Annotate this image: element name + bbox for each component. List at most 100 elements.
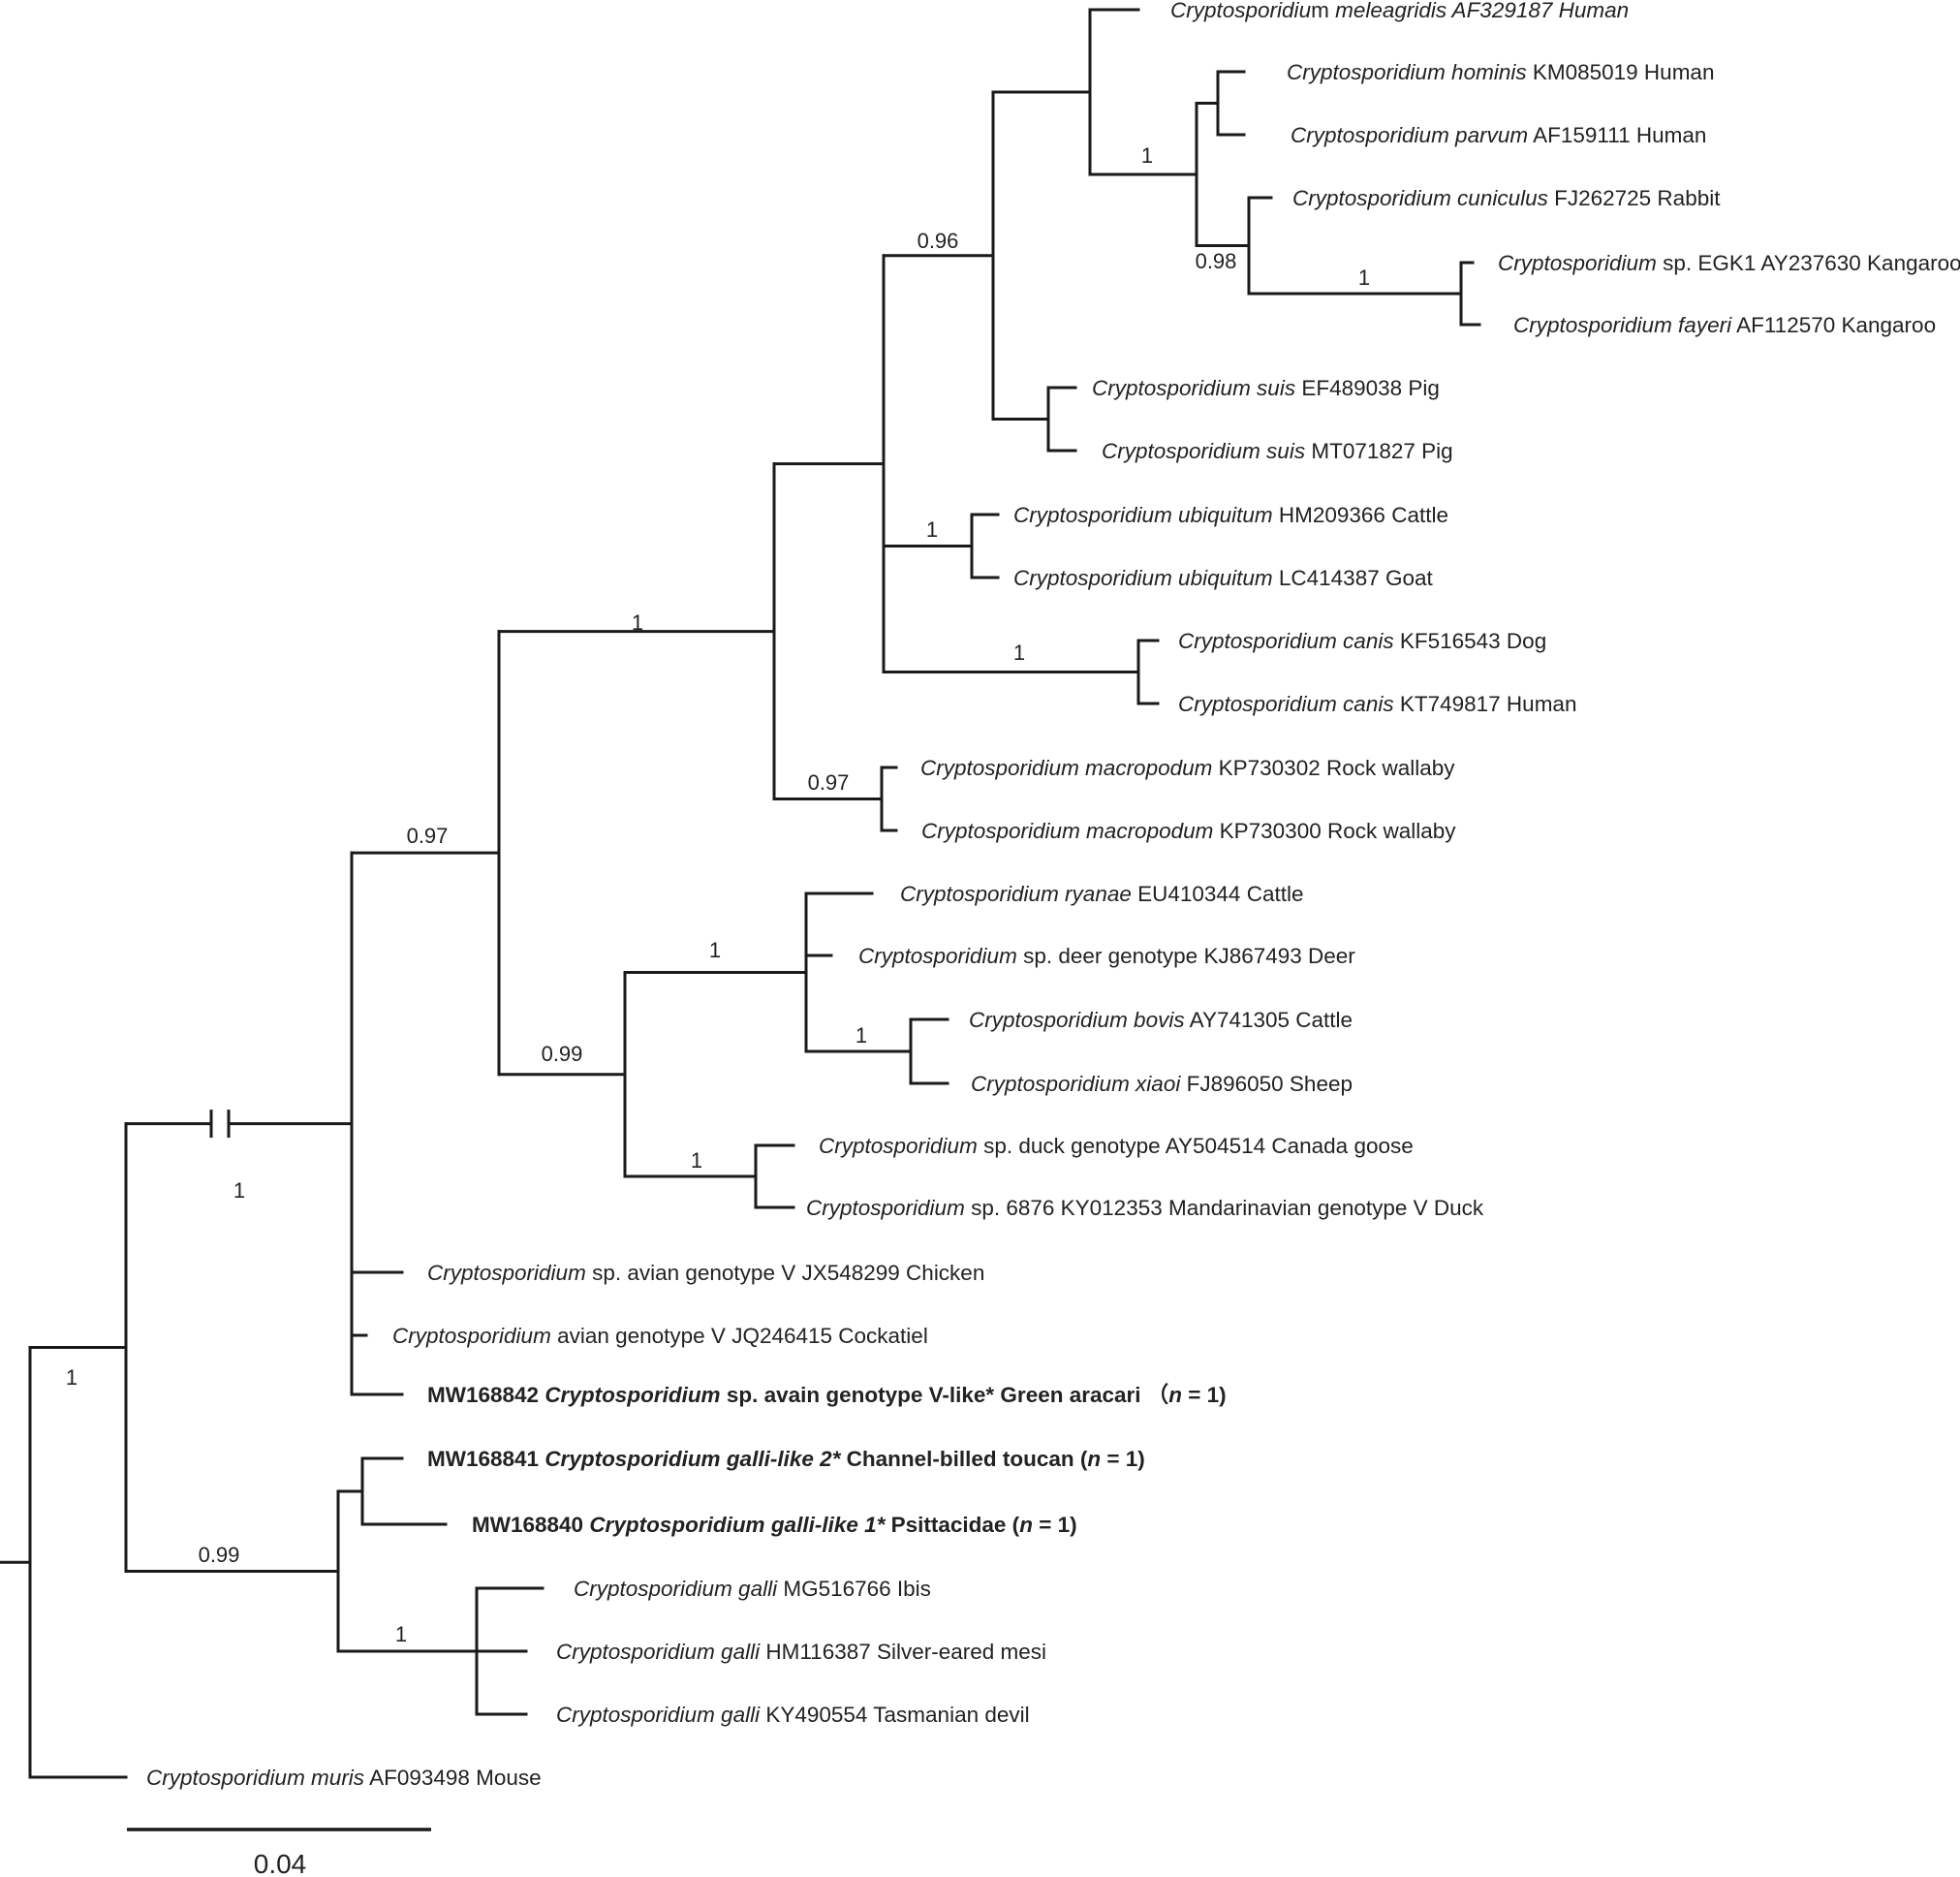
support-value: 0.97 — [808, 770, 850, 795]
taxon-label-part: MW168842 — [427, 1383, 544, 1407]
taxon-label-part: sp. avain genotype V-like* Green aracari… — [721, 1383, 1169, 1407]
taxon-label: Cryptosporidium xiaoi FJ896050 Sheep — [971, 1072, 1353, 1096]
taxon-label-part: KT749817 Human — [1394, 692, 1577, 716]
taxon-label-italic-part: Cryptosporidium cuniculus — [1292, 186, 1548, 210]
support-value: 0.99 — [199, 1543, 240, 1567]
support-value: 0.97 — [407, 824, 449, 848]
taxon-label: Cryptosporidium avian genotype V JQ24641… — [392, 1324, 928, 1348]
taxon-label-part: FJ262725 Rabbit — [1548, 186, 1721, 210]
tree-branches — [0, 8, 1481, 1779]
taxon-label: Cryptosporidium sp. deer genotype KJ8674… — [858, 944, 1355, 968]
taxon-label-italic-part: meleagridis — [1329, 0, 1447, 22]
support-value: 1 — [1358, 266, 1370, 290]
support-value: 1 — [926, 517, 938, 542]
taxon-label-italic-part: Cryptosporidium galli-like 2* — [544, 1447, 841, 1471]
taxon-label-part: = 1) — [1101, 1447, 1145, 1471]
taxon-label-italic-part: Cryptosporidium xiaoi — [971, 1072, 1181, 1096]
taxon-label: Cryptosporidium canis KT749817 Human — [1178, 692, 1576, 716]
taxon-label-italic-part: u — [1299, 0, 1312, 22]
taxon-label-part: avian genotype V JQ246415 Cockatiel — [551, 1324, 928, 1348]
taxon-label: Cryptosporidium muris AF093498 Mouse — [146, 1766, 542, 1790]
taxon-label: MW168840 Cryptosporidium galli-like 1* P… — [472, 1513, 1077, 1537]
taxon-label: Cryptosporidium sp. avian genotype V JX5… — [427, 1261, 984, 1285]
taxon-label-italic-part: Cryptosporidium hominis — [1287, 60, 1527, 84]
taxon-label-part: AY741305 Cattle — [1185, 1008, 1353, 1032]
taxon-label-part: MG516766 Ibis — [777, 1577, 931, 1601]
taxon-label-part: KP730302 Rock wallaby — [1212, 756, 1455, 780]
taxon-label-part: MT071827 Pig — [1305, 439, 1453, 463]
taxon-label-italic-part: n — [1019, 1513, 1033, 1537]
taxon-label: Cryptosporidium ryanae EU410344 Cattle — [900, 882, 1303, 906]
taxon-label: Cryptosporidium meleagridis AF329187 Hum… — [1170, 0, 1629, 22]
taxon-label-part: LC414387 Goat — [1273, 566, 1434, 590]
taxon-label-part: AF159111 Human — [1528, 123, 1706, 147]
taxon-label: Cryptosporidium galli KY490554 Tasmanian… — [556, 1703, 1030, 1727]
taxon-label-part: HM209366 Cattle — [1273, 503, 1448, 527]
taxon-label-part: HM116387 Silver-eared mesi — [760, 1640, 1046, 1664]
support-value: 1 — [233, 1178, 245, 1203]
taxon-label-part: KP730300 Rock wallaby — [1213, 819, 1456, 843]
taxon-label-italic-part: Cryptosporidium suis — [1102, 439, 1305, 463]
taxon-label: Cryptosporidium canis KF516543 Dog — [1178, 629, 1546, 653]
support-value: 1 — [1013, 641, 1025, 665]
taxon-label-italic-part: Cryptosporidium — [819, 1134, 978, 1158]
taxon-label-italic-part: Cryptosporidium canis — [1178, 629, 1394, 653]
taxon-label-italic-part: n — [1168, 1383, 1182, 1407]
support-value: 1 — [66, 1365, 78, 1390]
taxon-label: Cryptosporidium ubiquitum LC414387 Goat — [1013, 566, 1433, 590]
taxon-label: Cryptosporidium bovis AY741305 Cattle — [969, 1008, 1353, 1032]
taxon-label-italic-part: n — [1087, 1447, 1101, 1471]
taxon-label-part: MW168841 — [427, 1447, 544, 1471]
support-value: 1 — [1141, 143, 1153, 168]
taxon-label: Cryptosporidium galli MG516766 Ibis — [574, 1577, 931, 1601]
taxon-label: Cryptosporidium fayeri AF112570 Kangaroo — [1513, 313, 1936, 337]
taxon-label-part: MW168840 — [472, 1513, 589, 1537]
taxon-label-italic-part: Cryptosporidium macropodum — [921, 819, 1213, 843]
taxon-label: Cryptosporidium macropodum KP730300 Rock… — [921, 819, 1456, 843]
taxon-label-part: m — [1311, 0, 1329, 22]
taxon-label-part: sp. avian genotype V JX548299 Chicken — [586, 1261, 985, 1285]
taxon-label-italic-part: Cryptosporidium ubiquitum — [1013, 566, 1273, 590]
taxon-label-italic-part: Cryptosporidium — [858, 944, 1017, 968]
taxon-label-italic-part: Cryptosporidium — [1498, 251, 1657, 275]
taxon-label-part: Channel-billed toucan ( — [840, 1447, 1088, 1471]
taxon-label: Cryptosporidium sp. EGK1 AY237630 Kangar… — [1498, 251, 1960, 275]
taxon-label: Cryptosporidium sp. 6876 KY012353 Mandar… — [806, 1196, 1484, 1220]
taxon-label-part: AF093498 Mouse — [364, 1766, 542, 1790]
support-value: 0.98 — [1196, 249, 1237, 273]
support-value: 1 — [395, 1622, 407, 1646]
taxon-label: Cryptosporidium galli HM116387 Silver-ea… — [556, 1640, 1046, 1664]
taxon-label: Cryptosporidium cuniculus FJ262725 Rabbi… — [1292, 186, 1721, 210]
taxon-label-italic-part: Cryptosporidium — [544, 1383, 720, 1407]
taxon-label-italic-part: Cryptosporidium galli — [556, 1640, 761, 1664]
taxon-label: Cryptosporidium suis EF489038 Pig — [1092, 376, 1440, 400]
support-value: 0.96 — [918, 229, 959, 253]
taxon-label-part: EU410344 Cattle — [1132, 882, 1304, 906]
taxon-label-italic-part: Cryptosporidium galli — [574, 1577, 778, 1601]
taxon-label-italic-part: Cryptosporidium — [427, 1261, 586, 1285]
support-value: 0.99 — [542, 1042, 583, 1066]
support-value: 1 — [632, 610, 643, 635]
taxon-label-part: sp. deer genotype KJ867493 Deer — [1017, 944, 1355, 968]
taxon-label-italic-part: AF329187 Human — [1447, 0, 1629, 22]
taxon-label-part: FJ896050 Sheep — [1180, 1072, 1353, 1096]
support-value: 1 — [709, 938, 721, 962]
taxon-label-part: KY490554 Tasmanian devil — [760, 1703, 1030, 1727]
scale-bar: 0.04 — [127, 1828, 431, 1877]
taxon-label-part: KF516543 Dog — [1394, 629, 1547, 653]
taxon-label-part: Psittacidae ( — [885, 1513, 1019, 1537]
taxon-label-part: AF112570 Kangaroo — [1731, 313, 1936, 337]
taxon-label-italic-part: Cryptosporidium — [392, 1324, 551, 1348]
taxon-label-italic-part: Cryptosporidium muris — [146, 1766, 364, 1790]
taxon-label-part: = 1) — [1033, 1513, 1077, 1537]
taxon-label: Cryptosporidium hominis KM085019 Human — [1287, 60, 1714, 84]
taxon-label-italic-part: Cryptosporidium fayeri — [1513, 313, 1732, 337]
taxon-label-part: KM085019 Human — [1527, 60, 1715, 84]
taxon-label: Cryptosporidium parvum AF159111 Human — [1291, 123, 1706, 147]
taxon-label-italic-part: Cryptosporidium macropodum — [920, 756, 1212, 780]
taxon-labels: Cryptosporidium meleagridis AF329187 Hum… — [146, 0, 1960, 1790]
taxon-label-italic-part: Cryptosporidium galli — [556, 1703, 761, 1727]
taxon-label: Cryptosporidium ubiquitum HM209366 Cattl… — [1013, 503, 1448, 527]
